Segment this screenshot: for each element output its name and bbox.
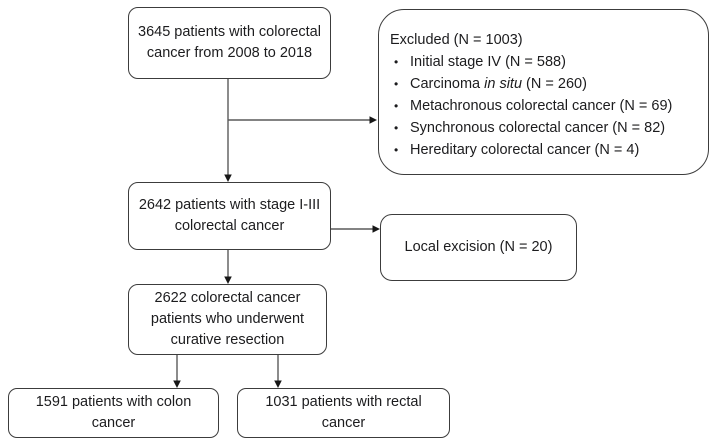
excluded-item: • Metachronous colorectal cancer (N = 69… <box>390 95 702 117</box>
excluded-item-text-italic: in situ <box>484 76 523 92</box>
excluded-item-text: Initial stage IV (N = 588) <box>410 54 566 70</box>
excluded-item: • Initial stage IV (N = 588) <box>390 51 702 73</box>
box-stage-text: 2642 patients with stage I-III colorecta… <box>138 197 321 234</box>
excluded-item: • Synchronous colorectal cancer (N = 82) <box>390 117 702 139</box>
box-colon-1591: 1591 patients with colon cancer <box>8 388 219 438</box>
box-excluded: Excluded (N = 1003) • Initial stage IV (… <box>378 9 709 175</box>
excluded-item-text: Synchronous colorectal cancer (N = 82) <box>410 120 666 136</box>
arrow-stage-to-local-excision <box>331 225 380 233</box>
arrow-stage-to-curative <box>224 250 232 284</box>
arrow-curative-to-rectal <box>274 355 282 388</box>
box-cohort-text: 3645 patients with colorectal cancer fro… <box>138 24 321 61</box>
excluded-item: • Hereditary colorectal cancer (N = 4) <box>390 139 702 161</box>
arrow-curative-to-colon <box>173 355 181 388</box>
excluded-item-text-post: (N = 260) <box>522 76 587 92</box>
box-cohort-3645: 3645 patients with colorectal cancer fro… <box>128 7 331 79</box>
bullet-icon: • <box>394 143 399 157</box>
bullet-icon: • <box>394 55 399 69</box>
excluded-list: • Initial stage IV (N = 588) • Carcinoma… <box>390 51 702 161</box>
excluded-item-text: Metachronous colorectal cancer (N = 69) <box>410 98 673 114</box>
excluded-item-text: Carcinoma in situ (N = 260) <box>410 73 587 95</box>
box-colon-text: 1591 patients with colon cancer <box>35 394 192 431</box>
excluded-title: Excluded (N = 1003) <box>390 32 523 48</box>
box-rectal-text: 1031 patients with rectal cancer <box>265 394 422 431</box>
box-curative-2622: 2622 colorectal cancer patients who unde… <box>128 284 327 355</box>
box-stage-2642: 2642 patients with stage I-III colorecta… <box>128 182 331 250</box>
excluded-item-text-pre: Carcinoma <box>410 76 485 92</box>
bullet-icon: • <box>394 121 399 135</box>
excluded-item-text: Hereditary colorectal cancer (N = 4) <box>410 142 640 158</box>
excluded-item: • Carcinoma in situ (N = 260) <box>390 73 702 95</box>
bullet-icon: • <box>394 77 399 91</box>
arrow-cohort-to-stage <box>224 79 232 182</box>
box-local-excision-text: Local excision (N = 20) <box>404 239 553 255</box>
box-rectal-1031: 1031 patients with rectal cancer <box>237 388 450 438</box>
arrow-branch-to-excluded <box>228 116 377 124</box>
bullet-icon: • <box>394 99 399 113</box>
box-curative-text: 2622 colorectal cancer patients who unde… <box>150 290 305 348</box>
box-local-excision: Local excision (N = 20) <box>380 214 577 281</box>
